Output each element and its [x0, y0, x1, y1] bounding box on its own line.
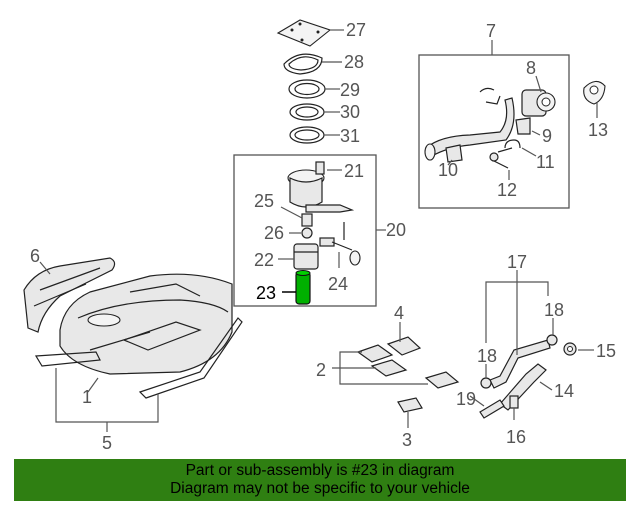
- part-8-filler-housing[interactable]: [521, 89, 556, 117]
- part-23-fuel-pump[interactable]: [295, 270, 311, 305]
- callout-6: 6: [30, 246, 40, 266]
- fuel-tank-exploded-diagram: 27 28 29 30 31 7 8 9: [23, 19, 616, 453]
- callout-8: 8: [526, 58, 536, 78]
- callout-12: 12: [497, 180, 517, 200]
- part-21-pump-flange[interactable]: [287, 161, 355, 213]
- callout-17: 17: [507, 252, 527, 272]
- callout-13: 13: [588, 120, 608, 140]
- part-1-fuel-tank[interactable]: [59, 273, 233, 375]
- callout-27: 27: [346, 20, 366, 40]
- box-7-filler-assembly: [418, 54, 570, 209]
- banner-line-1: Part or sub-assembly is #23 in diagram: [185, 462, 455, 479]
- callout-28: 28: [344, 52, 364, 72]
- callout-26: 26: [264, 223, 284, 243]
- part-25-bracket[interactable]: [301, 213, 313, 227]
- part-vent-hose[interactable]: [489, 339, 551, 389]
- callout-14: 14: [554, 381, 574, 401]
- part-18-clamp-upper[interactable]: [546, 334, 558, 346]
- part-pads-group[interactable]: [356, 336, 460, 413]
- callout-20: 20: [386, 220, 406, 240]
- callout-3: 3: [402, 430, 412, 450]
- part-15-cap-ring[interactable]: [563, 342, 577, 356]
- callout-4: 4: [394, 303, 404, 323]
- callout-7: 7: [486, 21, 496, 41]
- part-9-clamp[interactable]: [515, 117, 531, 135]
- part-19-hose[interactable]: [479, 399, 505, 419]
- callout-18-lower: 18: [477, 346, 497, 366]
- callout-22: 22: [254, 250, 274, 270]
- part-5-tank-strap[interactable]: [34, 317, 243, 399]
- banner-line-2: Diagram may not be specific to your vehi…: [170, 480, 470, 497]
- part-16-clamp[interactable]: [509, 395, 519, 409]
- part-18-clamp-lower[interactable]: [480, 377, 492, 389]
- callout-10: 10: [438, 160, 458, 180]
- callout-30: 30: [340, 102, 360, 122]
- part-31-o-ring[interactable]: [289, 126, 325, 144]
- part-10-pipe-end[interactable]: [445, 144, 463, 163]
- part-27-cover-plate[interactable]: [276, 19, 332, 47]
- part-29-ring[interactable]: [288, 79, 326, 99]
- part-13-gasket[interactable]: [583, 80, 606, 105]
- callout-1: 1: [82, 387, 92, 407]
- callout-16: 16: [506, 427, 526, 447]
- callout-21: 21: [344, 161, 364, 181]
- callout-19: 19: [456, 389, 476, 409]
- part-28-gasket[interactable]: [283, 53, 323, 75]
- part-24-sender[interactable]: [319, 222, 361, 266]
- callout-11: 11: [536, 152, 555, 172]
- callout-18-upper: 18: [544, 300, 564, 320]
- part-filler-neck-pipe[interactable]: [424, 87, 515, 161]
- part-12-bolt[interactable]: [489, 152, 509, 169]
- part-26-grommet[interactable]: [301, 227, 313, 239]
- callout-31: 31: [340, 126, 360, 146]
- callout-23: 23: [256, 283, 276, 303]
- callout-2: 2: [316, 360, 326, 380]
- info-banner: Part or sub-assembly is #23 in diagram D…: [14, 459, 626, 501]
- callout-9: 9: [542, 126, 552, 146]
- callout-5: 5: [102, 433, 112, 453]
- callout-25: 25: [254, 191, 274, 211]
- part-30-seal[interactable]: [289, 103, 325, 121]
- part-11-hose-clip[interactable]: [497, 139, 521, 153]
- callout-29: 29: [340, 80, 360, 100]
- part-22-filter[interactable]: [293, 243, 319, 270]
- callout-15: 15: [596, 341, 616, 361]
- part-6-heat-shield[interactable]: [23, 257, 116, 333]
- callout-24: 24: [328, 274, 348, 294]
